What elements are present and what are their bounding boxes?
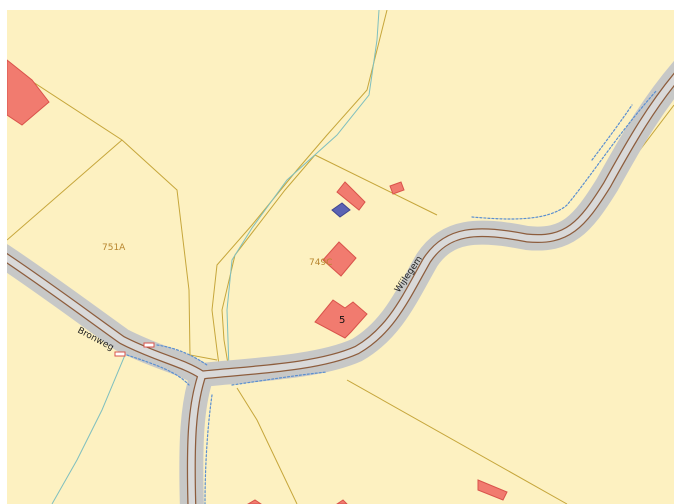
footpath-dotted: [204, 394, 213, 504]
building[interactable]: [477, 479, 508, 501]
road-marker: [143, 342, 155, 348]
road-network: [7, 61, 674, 504]
road-bronweg: [7, 254, 206, 379]
building[interactable]: [389, 181, 405, 195]
parcel-boundary: [7, 139, 123, 241]
parcel-boundary: [236, 387, 298, 504]
footpath-dotted: [471, 89, 658, 220]
road-wijlegem: [198, 74, 674, 379]
parcel-boundary: [314, 154, 438, 216]
buildings: [7, 59, 508, 504]
stream-line: [51, 354, 126, 504]
building[interactable]: [336, 181, 366, 211]
road-south: [188, 371, 206, 504]
footpath-dotted: [591, 104, 633, 161]
watercourse: [51, 10, 380, 504]
building[interactable]: [322, 241, 357, 277]
building[interactable]: [336, 499, 348, 504]
footpath-dotted: [231, 371, 328, 386]
footpath-dotted: [126, 354, 190, 386]
building[interactable]: [7, 59, 50, 126]
map-viewport[interactable]: 751A 749C Bronweg Wijlegem 5: [7, 10, 674, 504]
shed[interactable]: [331, 202, 351, 218]
road-markers: [114, 342, 155, 357]
footpath-dotted: [156, 344, 208, 366]
parcel-label-751A: 751A: [102, 243, 126, 253]
house-number: 5: [339, 315, 345, 326]
stream-line: [211, 10, 380, 383]
parcel-label-749C: 749C: [309, 258, 332, 268]
building[interactable]: [246, 499, 262, 504]
parcel-boundary: [346, 379, 568, 504]
parcel-boundary: [221, 154, 316, 371]
map-canvas[interactable]: 751A 749C Bronweg Wijlegem 5: [7, 10, 674, 504]
road-marker: [114, 351, 126, 357]
building-number-5[interactable]: [314, 299, 368, 339]
parcel-boundary: [7, 64, 218, 361]
